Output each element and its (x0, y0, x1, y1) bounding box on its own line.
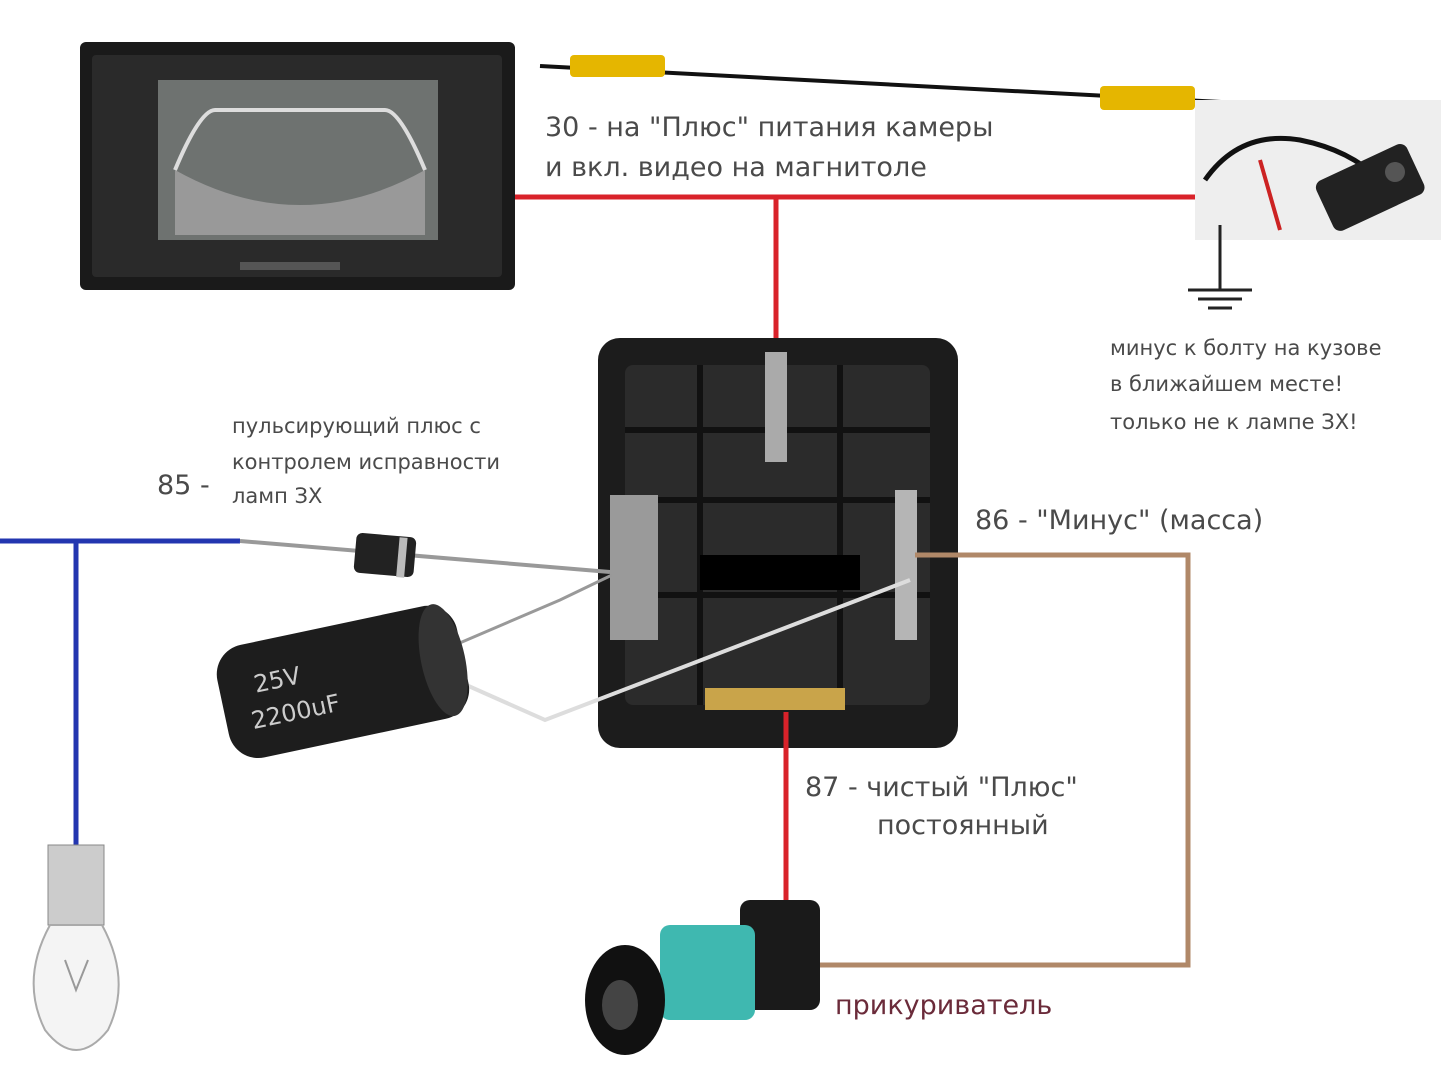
pin87-label-line1: 87 - чистый "Плюс" (805, 772, 1078, 803)
diode (239, 532, 611, 578)
rear-camera (1195, 100, 1441, 240)
ground-label-line2: в ближайшем месте! (1110, 372, 1344, 396)
pin85-label-line3: ламп ЗХ (232, 484, 323, 508)
pin30-label-line1: 30 - на "Плюс" питания камеры (545, 112, 994, 143)
pin87-label-line2: постоянный (877, 810, 1049, 841)
pin85-prefix: 85 - (157, 470, 210, 501)
blue-wire-85 (0, 538, 240, 845)
pin86-label: 86 - "Минус" (масса) (975, 505, 1264, 536)
relay (598, 338, 958, 748)
ground-icon (1188, 225, 1252, 310)
pin30-label-line2: и вкл. видео на магнитоле (545, 152, 927, 183)
capacitor: 25V 2200uF (216, 573, 911, 759)
lamp-bulb (32, 844, 120, 1051)
rca-video-cable (539, 55, 1241, 110)
cigarette-lighter-socket (585, 900, 820, 1055)
head-unit-monitor (80, 42, 515, 290)
pin85-label-line1: пульсирующий плюс с (232, 414, 481, 438)
ground-label-line1: минус к болту на кузове (1110, 336, 1382, 360)
lighter-label: прикуриватель (835, 990, 1053, 1021)
ground-label-line3: только не к лампе ЗХ! (1110, 410, 1358, 434)
pin85-label-line2: контролем исправности (232, 450, 501, 474)
brown-wire-86 (815, 552, 1191, 968)
red-wire-30 (515, 194, 1195, 352)
